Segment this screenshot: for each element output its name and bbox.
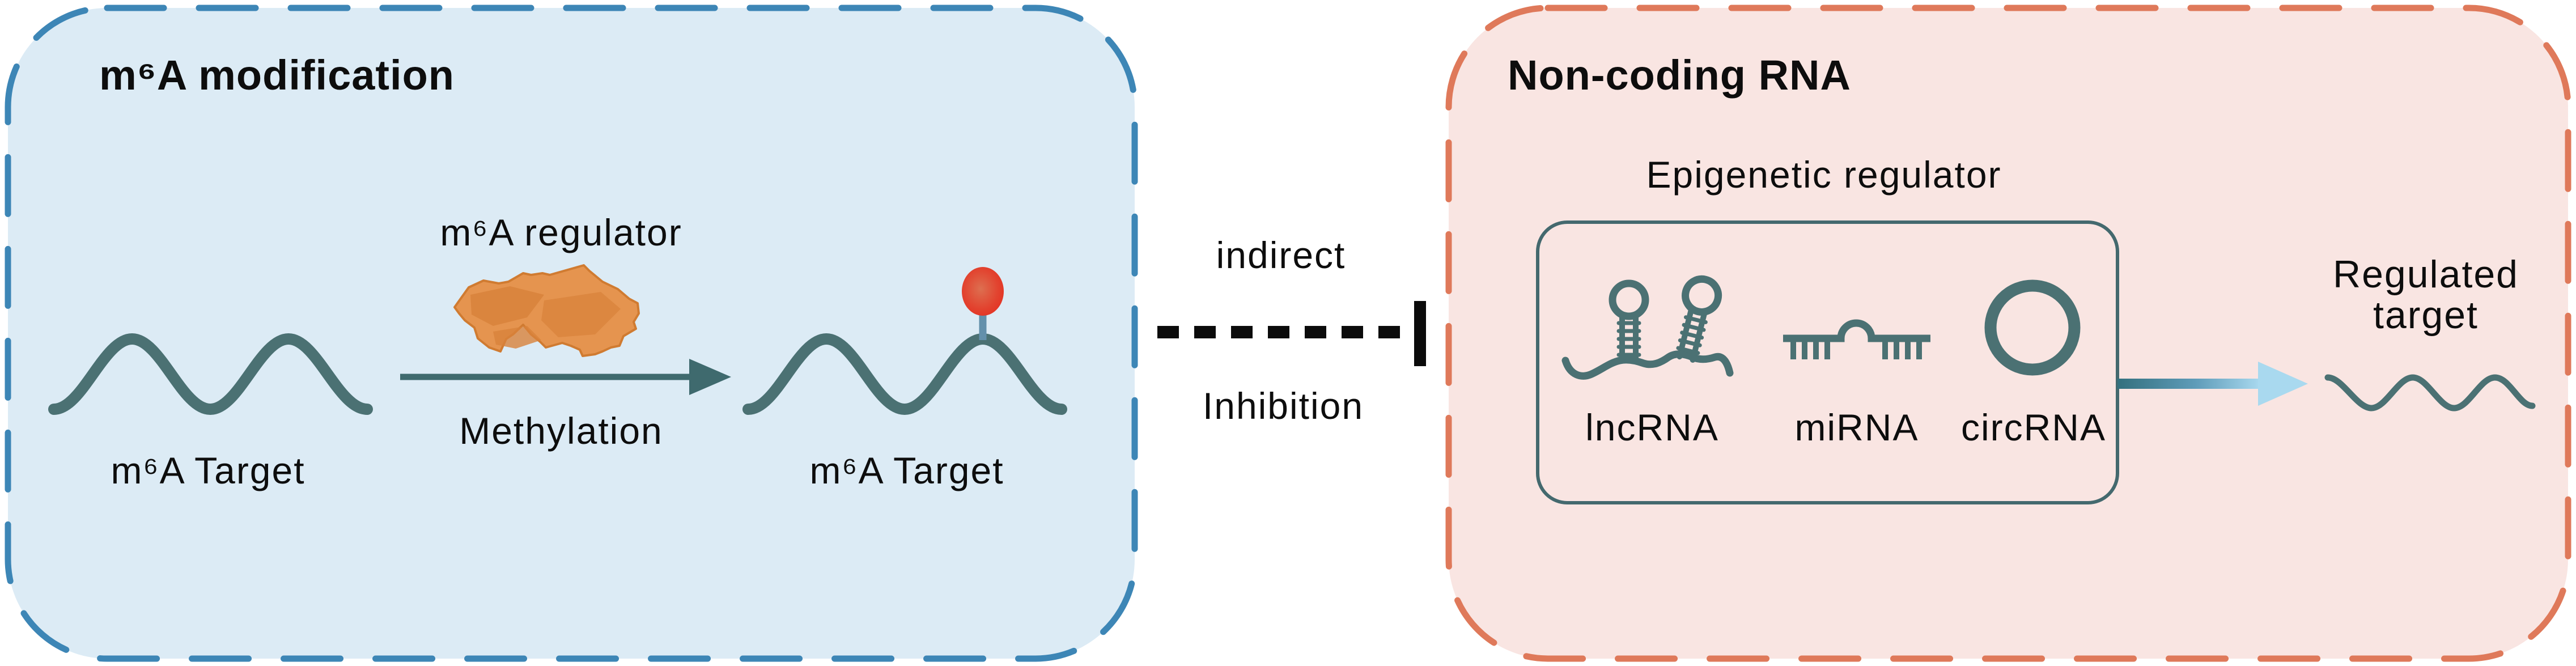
- m6a-target-after-label: m⁶A Target: [809, 449, 1004, 491]
- mirna-label: miRNA: [1794, 406, 1919, 448]
- methylation-arrow: [400, 359, 731, 395]
- circrna-icon: [1984, 279, 2081, 376]
- methyl-mark-icon: [962, 267, 1004, 340]
- left-panel-title: m⁶A modification: [99, 52, 455, 99]
- lncrna-hairpin-2: [1676, 275, 1722, 363]
- regulator-protein-blob-icon: [453, 264, 640, 357]
- lncrna-label: lncRNA: [1585, 406, 1719, 448]
- rna-wave-after-icon: [742, 333, 1067, 415]
- epigenetic-regulator-label: Epigenetic regulator: [1646, 154, 2002, 196]
- lncrna-hairpin-1: [1609, 279, 1649, 362]
- regulated-target-wave-icon: [2324, 374, 2536, 412]
- mirna-icon: [1783, 319, 1930, 359]
- methylation-label: Methylation: [459, 410, 663, 452]
- m6a-target-before-label: m⁶A Target: [111, 449, 305, 491]
- non-coding-rna-panel: [1445, 5, 2571, 662]
- inhibition-dashed-line: [1157, 301, 1426, 366]
- circrna-label: circRNA: [1961, 406, 2106, 448]
- rna-wave-before-icon: [48, 333, 373, 415]
- regulation-arrow: [2117, 362, 2308, 406]
- lncrna-icon: [1561, 275, 1734, 380]
- regulated-target-label: Regulated target: [2332, 253, 2519, 337]
- epigenetic-regulator-box: [1536, 220, 2119, 504]
- indirect-label: indirect: [1216, 234, 1346, 276]
- right-panel-title: Non-coding RNA: [1508, 52, 1851, 99]
- inhibition-label: Inhibition: [1202, 385, 1364, 427]
- inhibition-t-bar: [1414, 301, 1426, 366]
- m6a-regulator-label: m⁶A regulator: [440, 211, 682, 253]
